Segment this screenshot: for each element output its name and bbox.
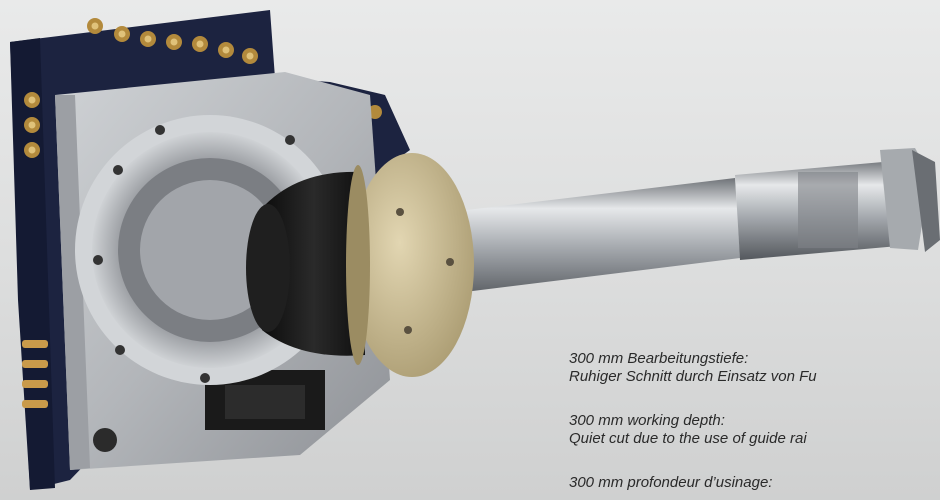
caption-english-line2: Quiet cut due to the use of guide rai — [569, 430, 807, 447]
caption-english-line1: 300 mm working depth: — [569, 412, 725, 429]
caption-german-line2: Ruhiger Schnitt durch Einsatz von Fu — [569, 368, 817, 385]
flange-disc — [346, 153, 474, 377]
caption-german-line1: 300 mm Bearbeitungstiefe: — [569, 350, 749, 367]
brass-fittings-left — [22, 92, 48, 408]
spindle-shaft — [400, 148, 940, 300]
caption-french: 300 mm profondeur d’usinage: — [569, 474, 940, 492]
caption-french-line1: 300 mm profondeur d’usinage: — [569, 474, 773, 491]
motor-housing — [246, 171, 365, 356]
caption-english: 300 mm working depth: Quiet cut due to t… — [569, 412, 940, 448]
caption-german: 300 mm Bearbeitungstiefe: Ruhiger Schnit… — [569, 350, 940, 386]
